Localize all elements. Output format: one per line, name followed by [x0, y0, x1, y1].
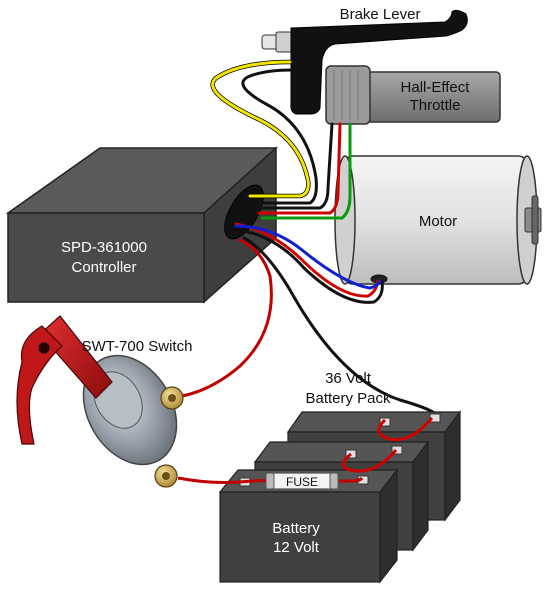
battery-pack-label-line1: 36 Volt — [325, 370, 372, 387]
switch-label: SWT-700 Switch — [82, 338, 193, 355]
hall-effect-throttle: Hall-Effect Throttle — [325, 65, 501, 125]
battery-front: Battery 12 Volt — [218, 468, 399, 584]
controller: SPD-361000 Controller — [5, 146, 278, 304]
brake-lever: Brake Lever — [261, 6, 468, 115]
switch-handle — [39, 315, 113, 399]
throttle-label-line2: Throttle — [410, 97, 461, 114]
signal-wires — [210, 59, 352, 220]
fuse: FUSE — [265, 472, 339, 490]
battery-label-line2: 12 Volt — [273, 539, 320, 556]
jumper-wire-1 — [377, 417, 434, 442]
throttle-label-line1: Hall-Effect — [401, 79, 471, 96]
fuse-label: FUSE — [286, 475, 318, 489]
controller-label-line2: Controller — [71, 259, 136, 276]
fuse-line: FUSE — [177, 472, 364, 490]
battery-label-line1: Battery — [272, 520, 320, 537]
controller-label-line1: SPD-361000 — [61, 239, 147, 256]
brake-lever-label: Brake Lever — [340, 6, 421, 23]
switch: SWT-700 Switch — [16, 315, 193, 488]
power-wires — [180, 236, 438, 416]
controller-wire-port — [224, 184, 264, 240]
motor-wires — [234, 222, 384, 304]
battery-pack: Battery 12 Volt — [218, 410, 462, 584]
motor-label: Motor — [419, 213, 457, 230]
battery-pack-label-line2: Battery Pack — [305, 390, 391, 407]
jumper-wire-2 — [341, 449, 398, 473]
motor: Motor — [334, 155, 542, 285]
